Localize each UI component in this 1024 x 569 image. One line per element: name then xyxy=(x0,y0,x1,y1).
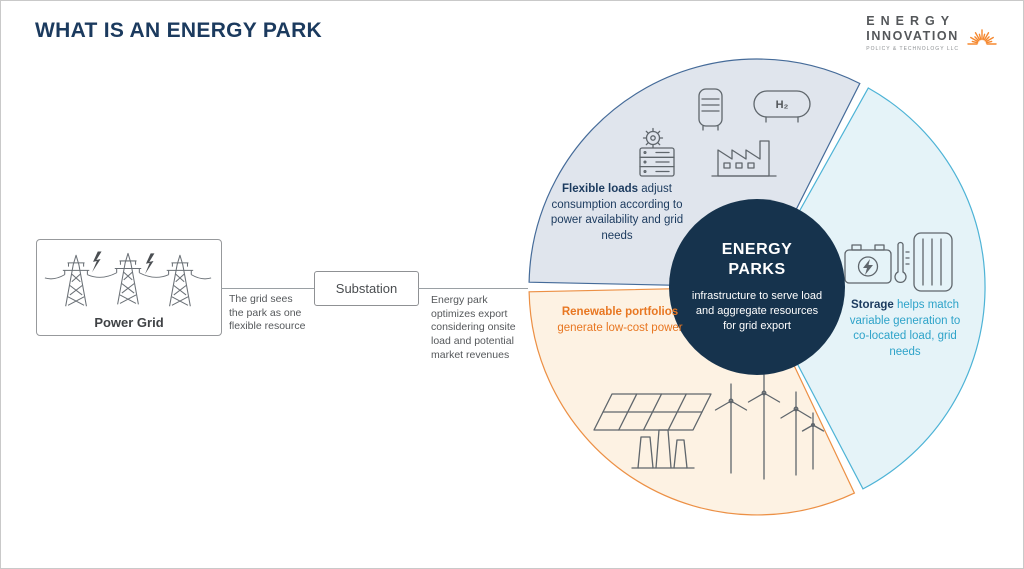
center-subtitle: infrastructure to serve load and aggrega… xyxy=(691,289,823,333)
radiator-icon xyxy=(913,232,953,292)
sunburst-icon xyxy=(967,29,997,45)
lightning-bolt-icon xyxy=(145,253,155,275)
energy-innovation-logo: ENERGY INNOVATION POLICY & TECHNOLOGY LL… xyxy=(866,14,997,52)
logo-line-energy: ENERGY xyxy=(866,14,956,28)
power-grid-label: Power Grid xyxy=(94,315,164,330)
renewable-caption-rest: generate low-cost power xyxy=(557,321,683,334)
storage-icons xyxy=(844,232,953,292)
thermometer-icon xyxy=(894,241,910,284)
grid-note: The grid sees the park as one flexible r… xyxy=(229,293,306,333)
storage-caption-rest: helps match variable generation to co-lo… xyxy=(849,299,961,358)
park-note: Energy park optimizes export considering… xyxy=(431,294,516,361)
logo-line-innovation: INNOVATION xyxy=(866,29,959,43)
center-circle xyxy=(669,199,845,375)
storage-segment xyxy=(756,87,986,490)
gear-icon xyxy=(642,127,664,149)
substation-label: Substation xyxy=(335,281,398,296)
flexible-loads-caption: Flexible loads adjust consumption accord… xyxy=(538,182,696,244)
storage-caption: Storage helps match variable generation … xyxy=(845,298,965,360)
flexible-loads-icons: H₂ xyxy=(639,88,811,177)
power-grid-box: Power Grid xyxy=(36,239,222,336)
storage-caption-lead: Storage xyxy=(850,299,894,311)
energy-parks-center: ENERGY PARKS infrastructure to serve loa… xyxy=(691,207,823,367)
transmission-towers-icon xyxy=(44,251,212,307)
logo-text: ENERGY INNOVATION POLICY & TECHNOLOGY LL… xyxy=(866,14,997,52)
server-icon xyxy=(639,147,675,177)
substation-box: Substation xyxy=(314,271,419,306)
connector-line-grid-substation xyxy=(221,288,314,289)
connector-line-substation-park xyxy=(418,288,528,289)
wind-turbine-icon xyxy=(714,374,825,480)
hydrogen-tank-icon: H₂ xyxy=(753,90,811,123)
center-title: ENERGY PARKS xyxy=(721,240,793,278)
energy-park-diagram: H₂ xyxy=(528,58,986,516)
renewable-icons xyxy=(593,374,825,480)
renewable-caption: Renewable portfolios generate low-cost p… xyxy=(547,305,693,336)
flexible-loads-caption-lead: Flexible loads xyxy=(562,183,639,195)
battery-icon xyxy=(844,244,892,284)
logo-tagline: POLICY & TECHNOLOGY LLC xyxy=(866,46,959,52)
page-title: WHAT IS AN ENERGY PARK xyxy=(35,19,323,42)
h2-label: H₂ xyxy=(776,99,789,111)
renewable-caption-lead: Renewable portfolios xyxy=(561,306,679,318)
tank-icon xyxy=(698,88,723,131)
power-plant-icon xyxy=(631,429,695,469)
factory-icon xyxy=(711,140,777,177)
flexible-loads-caption-rest: adjust consumption according to power av… xyxy=(550,183,684,242)
lightning-bolt-icon xyxy=(92,251,102,273)
